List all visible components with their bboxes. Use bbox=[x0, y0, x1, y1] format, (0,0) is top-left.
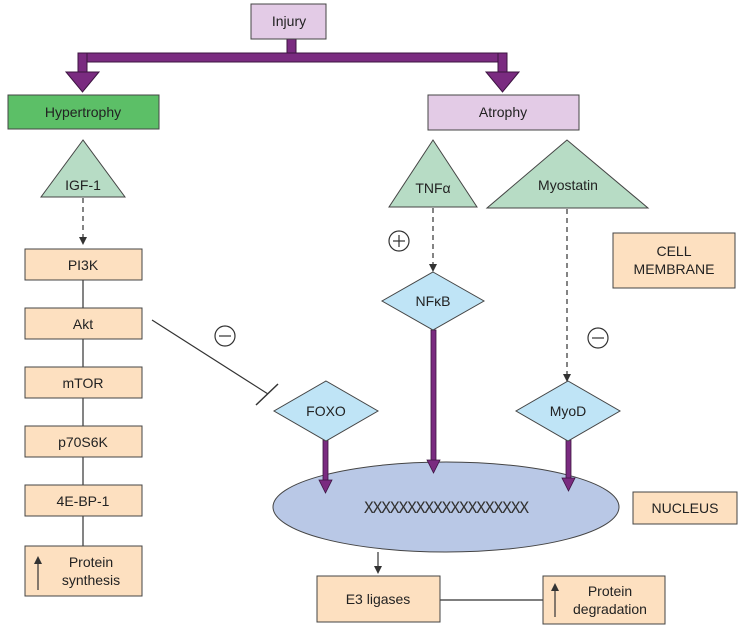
igf1-triangle: IGF-1 bbox=[40, 139, 126, 198]
myostatin-triangle: Myostatin bbox=[485, 139, 650, 209]
protein-degradation-line2: degradation bbox=[573, 601, 647, 617]
myod-label: MyoD bbox=[550, 403, 587, 419]
cell-membrane-box: CELL MEMBRANE bbox=[612, 232, 736, 289]
plus-circle-tnf bbox=[388, 230, 410, 252]
hypertrophy-label: Hypertrophy bbox=[45, 104, 121, 120]
igf1-label: IGF-1 bbox=[65, 177, 101, 193]
protein-degradation-box: Protein degradation bbox=[542, 575, 666, 625]
e3-ligases-box: E3 ligases bbox=[316, 575, 441, 623]
nucleus-ellipse: XXXXXXXXXXXXXXXXXXX bbox=[272, 461, 620, 553]
protein-synthesis-line2: synthesis bbox=[62, 572, 120, 588]
cell-membrane-line2: MEMBRANE bbox=[634, 261, 715, 277]
nucleus-label-box: NUCLEUS bbox=[632, 491, 738, 525]
nfkb-label: NFκB bbox=[416, 293, 451, 309]
atrophy-box: Atrophy bbox=[427, 94, 580, 131]
protein-degradation-line1: Protein bbox=[588, 583, 632, 599]
injury-branch-arrows bbox=[64, 37, 521, 93]
pi3k-label: PI3K bbox=[68, 257, 99, 273]
4ebp1-label: 4E-BP-1 bbox=[57, 493, 110, 509]
tnf-label: TNFα bbox=[415, 180, 450, 196]
p70s6k-box: p70S6K bbox=[24, 425, 143, 458]
nfkb-diamond: NFκB bbox=[380, 271, 486, 331]
e3-ligases-label: E3 ligases bbox=[346, 591, 411, 607]
minus-circle-myostatin bbox=[587, 327, 609, 349]
protein-synthesis-box: Protein synthesis bbox=[24, 545, 143, 597]
4ebp1-box: 4E-BP-1 bbox=[24, 484, 143, 517]
mtor-label: mTOR bbox=[63, 375, 104, 391]
atrophy-label: Atrophy bbox=[479, 104, 527, 120]
dna-strand: XXXXXXXXXXXXXXXXXXX bbox=[364, 498, 529, 517]
akt-label: Akt bbox=[73, 316, 93, 332]
injury-label: Injury bbox=[272, 13, 306, 29]
akt-box: Akt bbox=[24, 307, 143, 340]
p70s6k-label: p70S6K bbox=[58, 434, 108, 450]
akt-foxo-inhibition bbox=[151, 319, 279, 406]
myod-diamond: MyoD bbox=[514, 380, 622, 442]
protein-synthesis-line1: Protein bbox=[69, 554, 113, 570]
mtor-box: mTOR bbox=[24, 366, 143, 399]
foxo-label: FOXO bbox=[306, 403, 346, 419]
pi3k-box: PI3K bbox=[24, 248, 143, 281]
nucleus-label: NUCLEUS bbox=[652, 500, 719, 516]
injury-box: Injury bbox=[250, 3, 327, 40]
myostatin-label: Myostatin bbox=[538, 177, 598, 193]
dashed-arrows bbox=[79, 198, 571, 382]
minus-circle-akt bbox=[214, 325, 236, 347]
foxo-diamond: FOXO bbox=[272, 380, 380, 442]
cell-membrane-line1: CELL bbox=[656, 243, 691, 259]
hypertrophy-box: Hypertrophy bbox=[7, 94, 160, 130]
tnf-triangle: TNFα bbox=[388, 139, 478, 208]
